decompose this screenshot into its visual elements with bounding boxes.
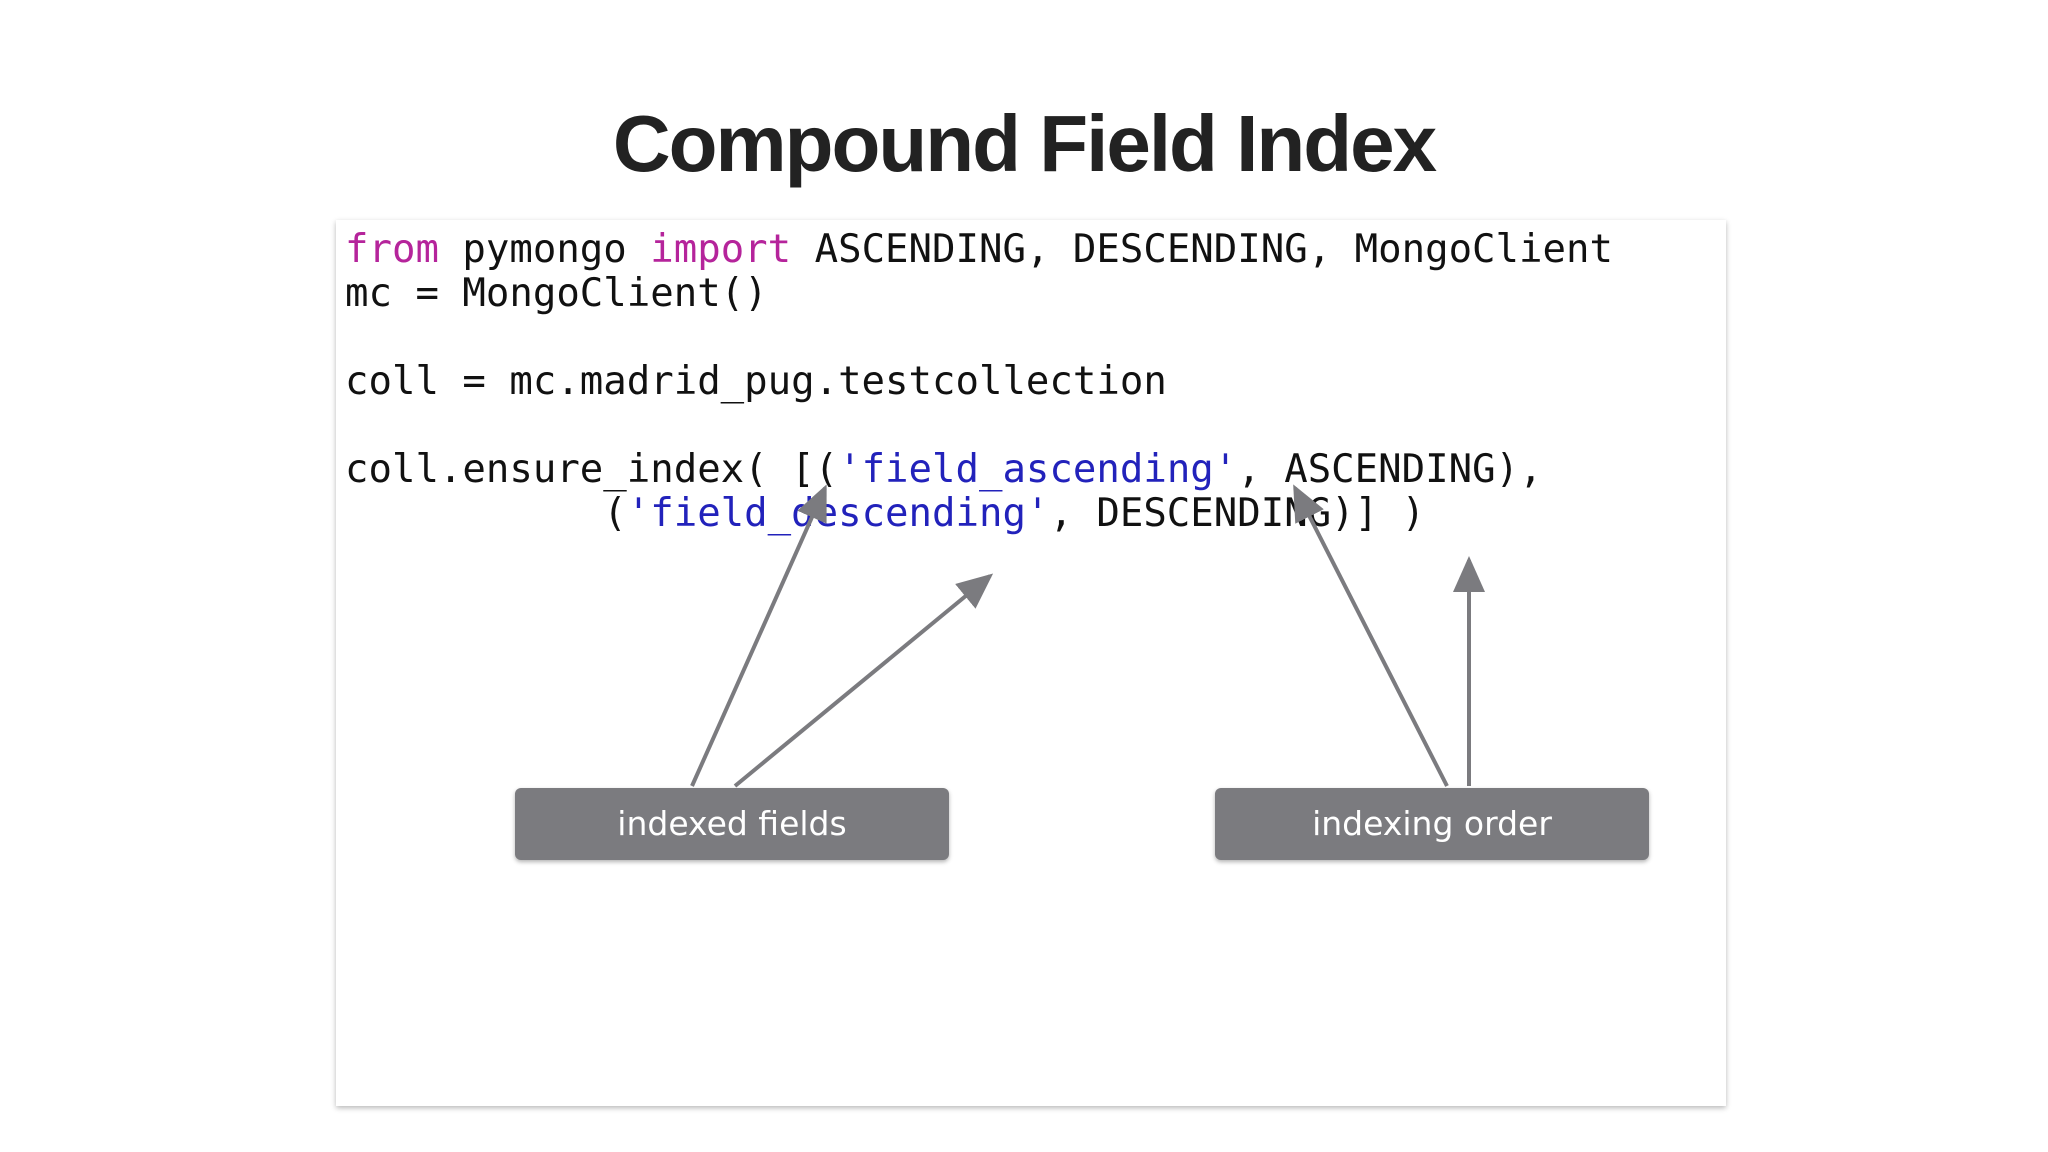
string-literal: 'field_ascending': [838, 447, 1238, 492]
code-line-7: ('field_descending', DESCENDING)] ): [345, 492, 1613, 536]
code-line-4: coll = mc.madrid_pug.testcollection: [345, 359, 1167, 404]
indexed-fields-label: indexed fields: [515, 788, 949, 860]
code-panel: from pymongo import ASCENDING, DESCENDIN…: [336, 220, 1726, 1106]
code-text: (: [345, 491, 627, 536]
code-text: ASCENDING, DESCENDING, MongoClient: [791, 227, 1613, 272]
code-line-2: mc = MongoClient(): [345, 271, 768, 316]
indexing-order-label: indexing order: [1215, 788, 1649, 860]
slide-title: Compound Field Index: [612, 99, 1437, 188]
code-text: coll.ensure_index( [(: [345, 447, 839, 492]
string-literal: 'field_descending': [626, 491, 1050, 536]
code-text: , DESCENDING)] ): [1049, 491, 1426, 536]
keyword-import: import: [650, 227, 792, 272]
code-block: from pymongo import ASCENDING, DESCENDIN…: [345, 228, 1613, 536]
keyword-from: from: [345, 227, 439, 272]
code-line-3: [345, 316, 1613, 360]
code-line-6: coll.ensure_index( [('field_ascending', …: [345, 448, 1613, 492]
code-line-1: from pymongo import ASCENDING, DESCENDIN…: [345, 228, 1613, 272]
code-line-5: [345, 404, 1613, 448]
code-text: , ASCENDING),: [1237, 447, 1543, 492]
code-text: pymongo: [438, 227, 651, 272]
